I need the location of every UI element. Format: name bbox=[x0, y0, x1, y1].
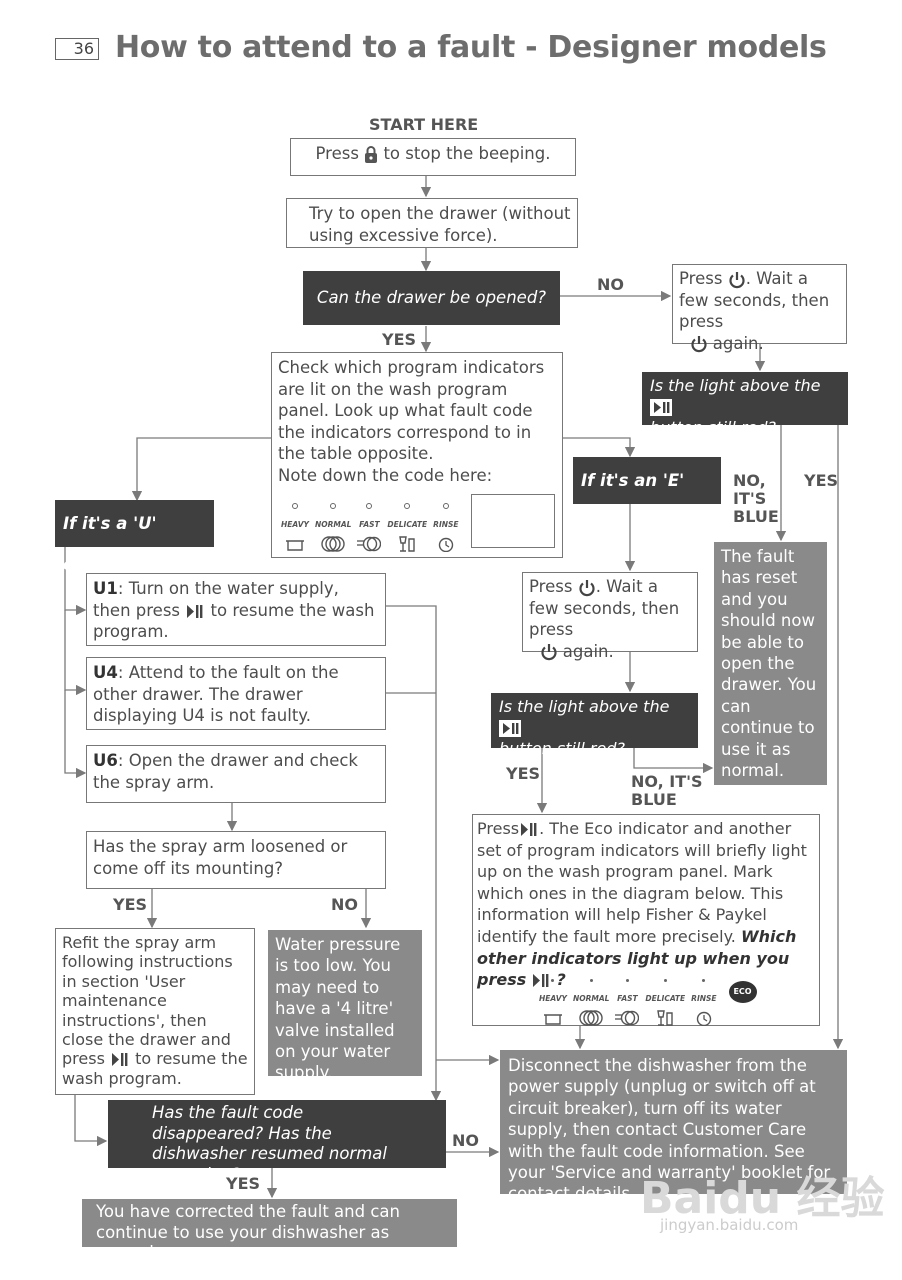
start-label: START HERE bbox=[369, 115, 479, 134]
fault-reset-box: The fault has reset and you should now b… bbox=[714, 542, 827, 785]
pot-icon bbox=[285, 539, 304, 551]
program-heavy: HEAVY bbox=[539, 979, 567, 1026]
yes-label-2: YES bbox=[804, 471, 839, 490]
no-label-2: NO bbox=[331, 895, 358, 914]
yes-label-4: YES bbox=[506, 764, 541, 783]
press-lock-box: Press to stop the beeping. bbox=[290, 138, 576, 176]
question-mark: ? bbox=[556, 970, 566, 990]
wait-text: . Wait a few seconds, then press bbox=[679, 269, 830, 331]
check-indicators-text: Check which program indicators are lit o… bbox=[278, 358, 545, 463]
watermark-logo: Baidu 经验 bbox=[640, 1173, 885, 1224]
program-normal: NORMAL bbox=[573, 979, 609, 1026]
yes-label-5: YES bbox=[226, 1174, 261, 1193]
u4-code: U4 bbox=[93, 663, 118, 682]
disconnect-box: Disconnect the dishwasher from the power… bbox=[500, 1050, 847, 1203]
plates-icon bbox=[579, 1009, 603, 1026]
glass-icon bbox=[657, 1009, 673, 1026]
program-fast: FAST bbox=[357, 503, 382, 552]
program-delicate: DELICATE bbox=[387, 503, 427, 552]
stop-beeping-text: to stop the beeping. bbox=[383, 144, 551, 163]
play-pause-icon bbox=[521, 823, 537, 836]
yes-label-3: YES bbox=[113, 895, 148, 914]
play-pause-icon bbox=[533, 974, 549, 988]
light-above-text: Is the light above the bbox=[650, 376, 821, 395]
play-pause-icon bbox=[187, 604, 203, 618]
power-icon bbox=[579, 579, 595, 596]
plates-icon bbox=[321, 535, 345, 552]
still-red-text: button still red? bbox=[499, 739, 625, 758]
rinse-icon bbox=[438, 537, 454, 552]
light-above-text: Is the light above the bbox=[499, 697, 670, 716]
power-icon bbox=[540, 644, 557, 661]
u1-box: U1: Turn on the water supply, then press… bbox=[86, 573, 386, 646]
note-code-text: Note down the code here: bbox=[278, 465, 493, 485]
page-number: 36 bbox=[55, 38, 99, 60]
no-blue-label: NO, IT'S BLUE bbox=[733, 471, 779, 526]
lock-icon bbox=[365, 146, 378, 163]
no-its-blue-label: NO, IT'S BLUE bbox=[631, 772, 703, 809]
press-eco-box: Press. The Eco indicator and another set… bbox=[472, 814, 820, 1026]
refit-resume-text: to resume the wash program. bbox=[62, 1049, 248, 1088]
u1-text: : Turn on the water supply, then press bbox=[93, 579, 339, 620]
still-red-text: button still red? bbox=[650, 418, 776, 437]
watermark-url: jingyan.baidu.com bbox=[660, 1216, 799, 1234]
program-normal: NORMAL bbox=[315, 503, 351, 552]
program-indicators: HEAVY NORMAL FAST DELICATE RINSE bbox=[281, 503, 465, 552]
u6-box: U6: Open the drawer and check the spray … bbox=[86, 745, 386, 803]
eco-instructions-text: . The Eco indicator and another set of p… bbox=[477, 819, 807, 946]
u6-code: U6 bbox=[93, 751, 118, 770]
no-label-1: NO bbox=[597, 275, 624, 294]
power-icon bbox=[690, 336, 707, 353]
play-pause-icon bbox=[650, 399, 672, 416]
refit-text: Refit the spray arm following instructio… bbox=[62, 933, 233, 1069]
press-text: Press bbox=[315, 144, 359, 163]
program-rinse: RINSE bbox=[691, 979, 717, 1026]
press-text: Press bbox=[477, 819, 520, 838]
u1-resume-text: to resume the wash program. bbox=[93, 600, 375, 642]
yes-label-1: YES bbox=[382, 330, 417, 349]
wait-text: . Wait a few seconds, then press bbox=[529, 577, 680, 639]
corrected-box: You have corrected the fault and can con… bbox=[82, 1199, 457, 1262]
u-code-heading: If it's a 'U' code bbox=[55, 500, 214, 574]
fast-plates-icon bbox=[615, 1010, 640, 1025]
play-pause-icon bbox=[112, 1053, 128, 1067]
program-heavy: HEAVY bbox=[281, 503, 309, 552]
water-pressure-box: Water pressure is too low. You may need … bbox=[268, 930, 422, 1082]
rinse-icon bbox=[696, 1011, 712, 1026]
u6-text: : Open the drawer and check the spray ar… bbox=[93, 751, 358, 792]
code-entry-field[interactable] bbox=[471, 494, 555, 548]
play-pause-icon bbox=[499, 720, 521, 737]
page-title: How to attend to a fault - Designer mode… bbox=[115, 30, 827, 65]
press-text: Press bbox=[679, 269, 723, 288]
fast-plates-icon bbox=[357, 536, 382, 551]
which-indicators-text: Which other indicators light up when you… bbox=[477, 926, 797, 990]
eco-program-indicators: HEAVY NORMAL FAST DELICATE RINSE ECO bbox=[539, 979, 757, 1026]
question-light-red-2: Is the light above the button still red? bbox=[491, 693, 698, 758]
question-light-red-1: Is the light above the button still red? bbox=[642, 372, 848, 437]
u4-box: U4: Attend to the fault on the other dra… bbox=[86, 657, 386, 730]
try-open-box: Try to open the drawer (without using ex… bbox=[286, 198, 578, 248]
program-rinse: RINSE bbox=[433, 503, 459, 552]
question-fault-disappeared: Has the fault code disappeared? Has the … bbox=[108, 1100, 446, 1184]
u1-code: U1 bbox=[93, 579, 118, 598]
check-indicators-box: Check which program indicators are lit o… bbox=[271, 352, 563, 558]
pot-icon bbox=[543, 1013, 562, 1025]
press-power-box-2: Press . Wait a few seconds, then press a… bbox=[522, 572, 698, 661]
refit-spray-arm-box: Refit the spray arm following instructio… bbox=[55, 928, 255, 1095]
power-icon bbox=[729, 271, 745, 288]
eco-indicator: ECO bbox=[728, 981, 757, 1003]
program-fast: FAST bbox=[615, 979, 640, 1026]
no-label-3: NO bbox=[452, 1131, 479, 1150]
again-text: again. bbox=[712, 333, 764, 353]
press-text: Press bbox=[529, 577, 573, 596]
spray-arm-question-box: Has the spray arm loosened or come off i… bbox=[86, 831, 386, 889]
e-code-heading: If it's an 'E' code bbox=[573, 457, 721, 531]
program-delicate: DELICATE bbox=[645, 979, 685, 1026]
question-drawer-opened: Can the drawer be opened? bbox=[303, 271, 560, 325]
u4-text: : Attend to the fault on the other drawe… bbox=[93, 663, 339, 725]
again-text: again. bbox=[562, 641, 614, 661]
press-power-box-1: Press . Wait a few seconds, then press a… bbox=[672, 264, 847, 353]
glass-icon bbox=[399, 535, 415, 552]
